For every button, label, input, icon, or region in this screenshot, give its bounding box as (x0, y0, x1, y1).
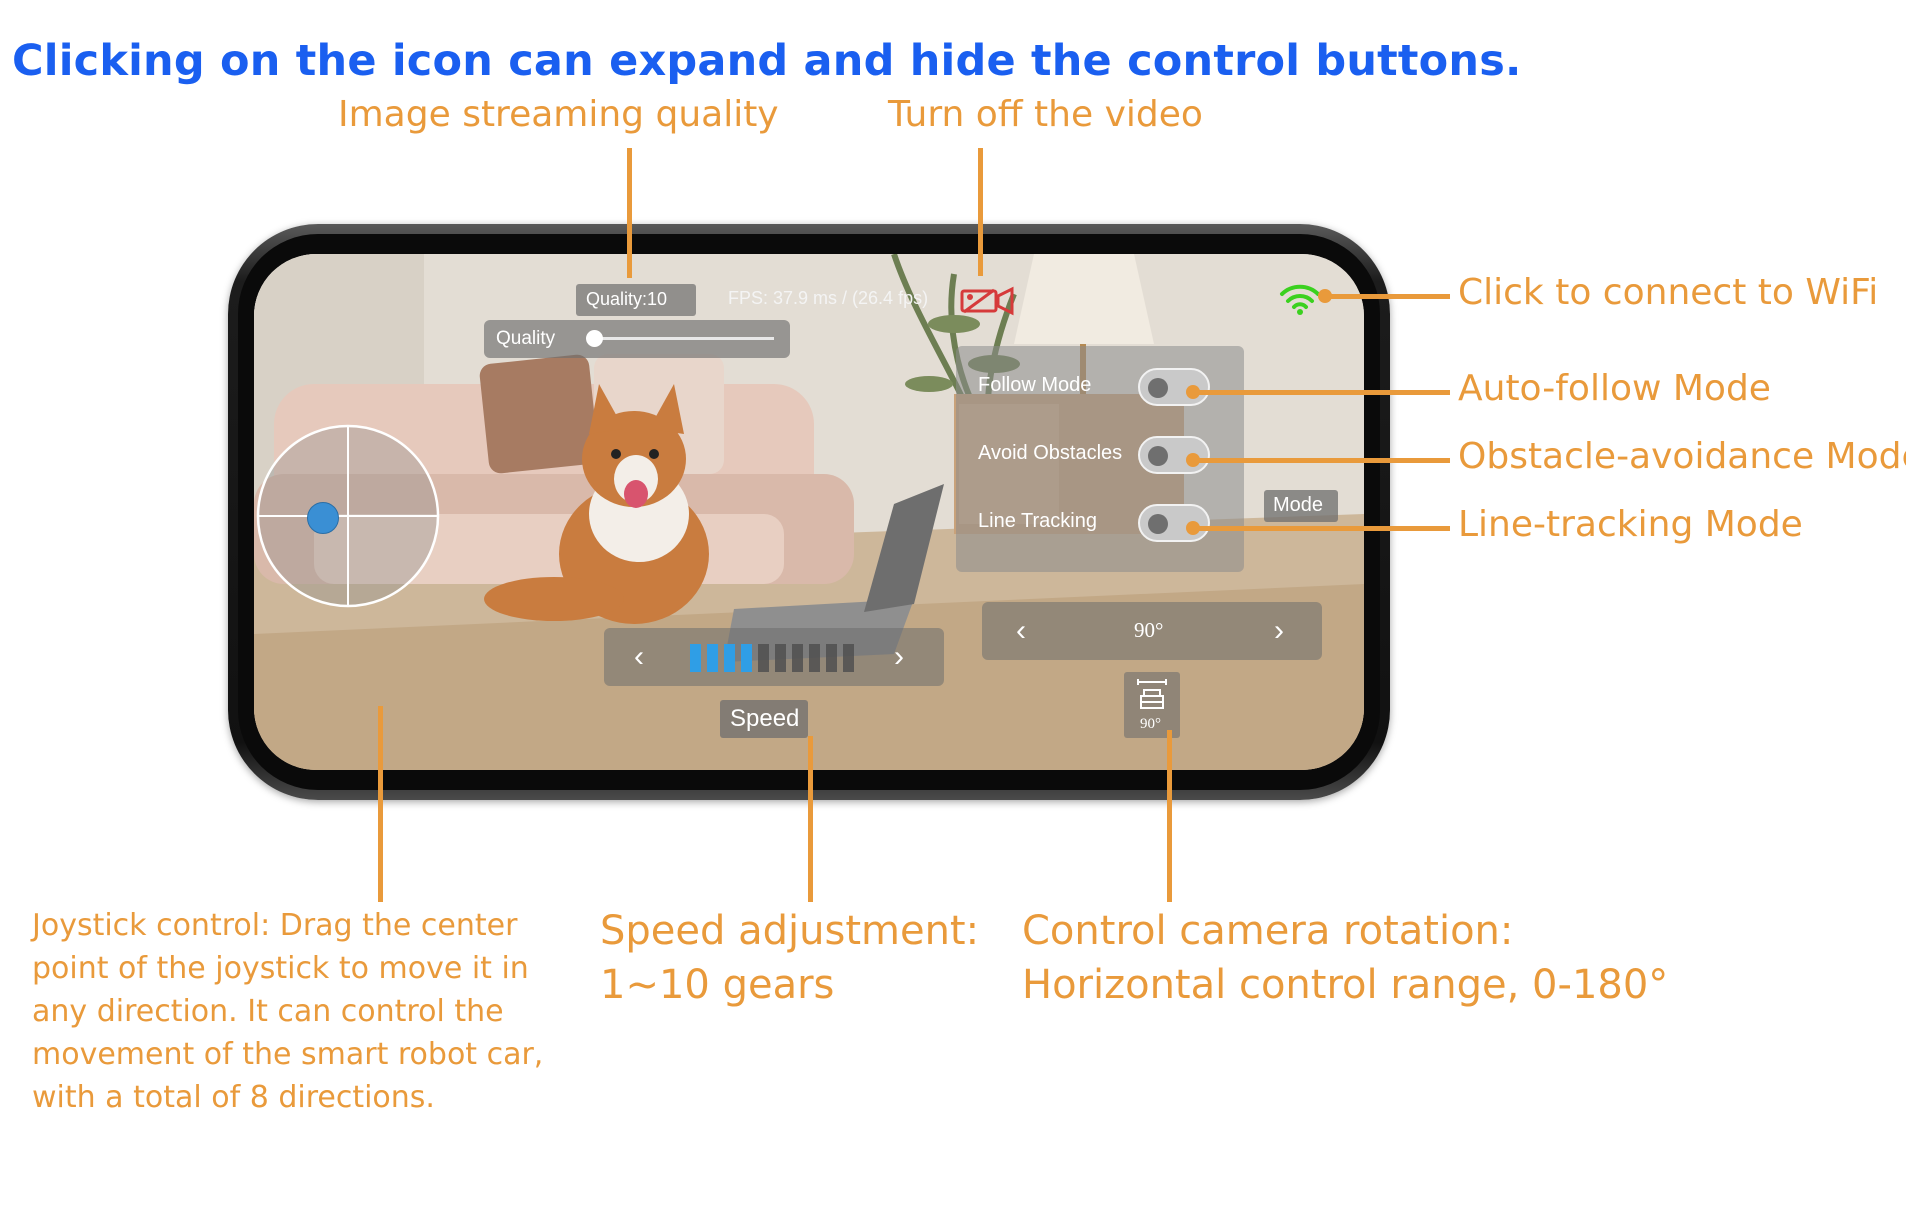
speed-bar (809, 644, 820, 672)
speed-bar (690, 644, 701, 672)
callout-camera: Control camera rotation: Horizontal cont… (1022, 904, 1668, 1012)
line-tracking-toggle[interactable] (1138, 504, 1210, 542)
speed-down-button[interactable]: ‹ (634, 640, 644, 673)
line-tracking-label: Line Tracking (978, 510, 1097, 532)
toggle-knob (1148, 514, 1168, 534)
speed-bar (775, 644, 786, 672)
callout-joystick-line: any direction. It can control the (32, 994, 504, 1029)
mode-button-label: Mode (1273, 494, 1324, 516)
joystick-knob-icon[interactable] (307, 502, 339, 534)
speed-label-box: Speed (720, 700, 808, 738)
video-off-icon[interactable] (960, 286, 1016, 316)
connector-turn-off-video (978, 148, 983, 276)
callout-camera-line: Control camera rotation: (1022, 908, 1514, 954)
callout-speed: Speed adjustment: 1~10 gears (600, 904, 979, 1012)
speed-bar (758, 644, 769, 672)
callout-camera-line: Horizontal control range, 0-180° (1022, 962, 1669, 1008)
camera-left-button[interactable]: ‹ (1016, 614, 1026, 647)
speed-bar (724, 644, 735, 672)
callout-joystick-line: Joystick control: Drag the center (32, 908, 518, 943)
camera-angle-value: 90° (1134, 618, 1164, 642)
speed-level-bars (690, 644, 860, 672)
connector-camera (1167, 730, 1172, 902)
speed-bar (826, 644, 837, 672)
speed-label: Speed (730, 705, 800, 732)
connector-line-tracking (1192, 526, 1450, 531)
toggle-knob (1148, 446, 1168, 466)
speed-panel: ‹ › (604, 628, 944, 686)
callout-auto-follow: Auto-follow Mode (1458, 368, 1771, 409)
joystick[interactable] (254, 416, 448, 616)
quality-badge: Quality:10 (576, 284, 696, 316)
callout-wifi: Click to connect to WiFi (1458, 272, 1879, 313)
quality-slider-label: Quality (496, 328, 556, 349)
mode-button[interactable]: Mode (1264, 490, 1338, 522)
speed-up-button[interactable]: › (894, 640, 904, 673)
callout-joystick-line: point of the joystick to move it in (32, 951, 529, 986)
callout-speed-line: Speed adjustment: (600, 908, 980, 954)
callout-line-tracking: Line-tracking Mode (1458, 504, 1803, 545)
connector-obstacle-avoidance (1192, 458, 1450, 463)
wifi-icon[interactable] (1278, 280, 1322, 316)
camera-rotate-icon (1137, 679, 1167, 709)
connector-auto-follow (1192, 390, 1450, 395)
follow-mode-toggle[interactable] (1138, 368, 1210, 406)
speed-bar (843, 644, 854, 672)
quality-slider-knob[interactable] (586, 330, 603, 347)
callout-joystick-line: with a total of 8 directions. (32, 1080, 435, 1115)
callout-image-quality: Image streaming quality (338, 94, 779, 135)
avoid-obstacles-label: Avoid Obstacles (978, 442, 1123, 464)
speed-bar (707, 644, 718, 672)
callout-turn-off-video: Turn off the video (888, 94, 1203, 135)
quality-slider-panel: Quality (484, 320, 790, 358)
callout-speed-line: 1~10 gears (600, 962, 835, 1008)
callout-joystick-line: movement of the smart robot car, (32, 1037, 544, 1072)
speed-bar (792, 644, 803, 672)
fps-readout: FPS: 37.9 ms / (26.4 fps) (728, 288, 929, 308)
camera-rotate-label: 90° (1140, 716, 1161, 732)
follow-mode-label: Follow Mode (978, 374, 1092, 396)
camera-rotate-button[interactable]: 90° (1124, 672, 1180, 738)
toggle-knob (1148, 378, 1168, 398)
camera-angle-panel: ‹ 90° › (982, 602, 1322, 660)
phone-screen: Quality:10 FPS: 37.9 ms / (26.4 fps) Qua… (254, 254, 1364, 770)
connector-speed (808, 736, 813, 902)
callout-obstacle-avoidance: Obstacle-avoidance Mode (1458, 436, 1906, 477)
headline: Clicking on the icon can expand and hide… (12, 36, 1522, 86)
connector-wifi (1324, 294, 1450, 299)
connector-joystick (378, 706, 383, 902)
quality-slider-track[interactable] (588, 337, 774, 340)
connector-image-quality (627, 148, 632, 278)
speed-bar (741, 644, 752, 672)
camera-right-button[interactable]: › (1274, 614, 1284, 647)
quality-badge-text: Quality:10 (586, 289, 668, 309)
callout-joystick: Joystick control: Drag the center point … (32, 904, 543, 1119)
avoid-obstacles-toggle[interactable] (1138, 436, 1210, 474)
